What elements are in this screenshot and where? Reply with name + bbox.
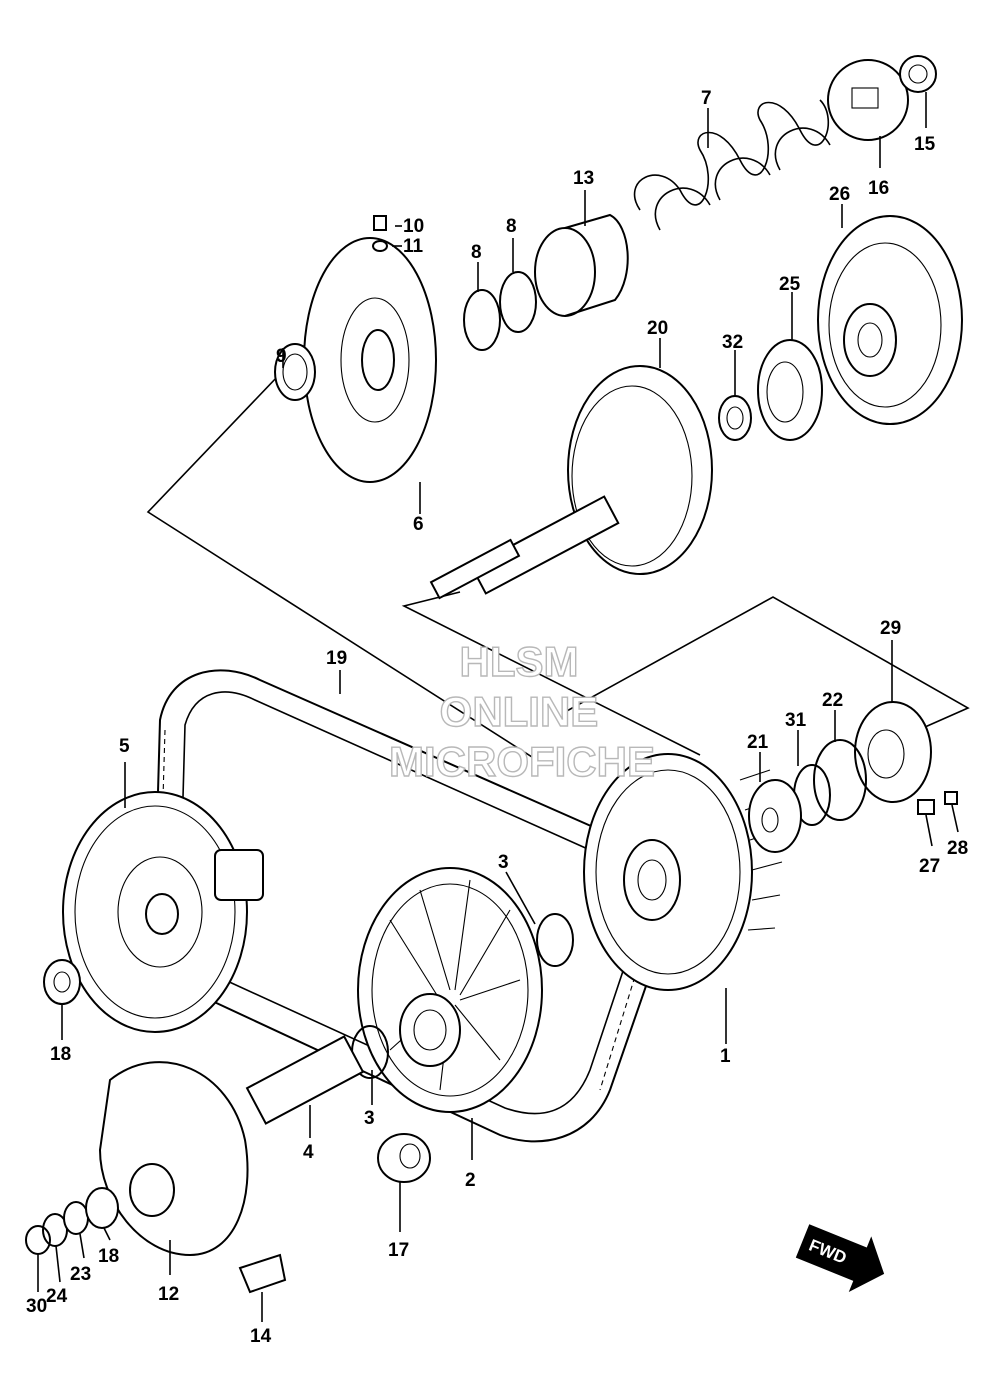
bearing-17: [377, 1133, 431, 1183]
clutch-nut: [718, 395, 752, 441]
part-label-26: 26: [829, 184, 850, 205]
watermark: HLSM ONLINE MICROFICHE: [388, 637, 655, 785]
part-label-16: 16: [868, 178, 889, 199]
part-label-28: 28: [947, 838, 968, 859]
clutch-housing-shaft: [429, 365, 713, 600]
lock-nut: [899, 55, 937, 93]
part-label-11: 11: [403, 236, 424, 257]
clutch-shoe: [817, 215, 963, 425]
part-label-8a: 8: [471, 242, 482, 263]
watermark-line-3: MICROFICHE: [389, 738, 655, 785]
spacer-21: [748, 779, 802, 853]
driven-face: [583, 753, 783, 991]
part-label-13: 13: [573, 168, 594, 189]
washer-27-bolt-28: [917, 791, 958, 815]
part-label-21: 21: [747, 732, 769, 753]
part-label-8b: 8: [506, 216, 517, 237]
part-label-19: 19: [326, 648, 347, 669]
drive-face: [62, 791, 264, 1033]
sleeve-3-right: [536, 913, 574, 967]
part-label-7: 7: [701, 88, 712, 109]
part-label-20: 20: [647, 318, 668, 339]
o-rings: [463, 271, 537, 351]
fwd-arrow: FWD: [795, 1224, 885, 1292]
part-labels: 1 2 3 3 4 5 6 7 8 8 9 10 11 12 13 14 15 …: [26, 88, 968, 1347]
part-label-29: 29: [880, 618, 901, 639]
slide-piece-14: [238, 1253, 287, 1294]
spring-seat: [827, 59, 909, 141]
movable-drive-face: [357, 867, 543, 1113]
one-way-clutch: [757, 339, 823, 441]
part-label-24: 24: [46, 1286, 68, 1307]
part-label-18b: 18: [98, 1246, 119, 1267]
leader-lines: [37, 92, 959, 1322]
part-label-9: 9: [276, 346, 287, 367]
part-label-25: 25: [779, 274, 801, 295]
part-label-27: 27: [919, 856, 940, 877]
part-label-12: 12: [158, 1284, 179, 1305]
part-label-31: 31: [785, 710, 807, 731]
watermark-line-2: ONLINE: [440, 688, 599, 735]
part-label-4: 4: [303, 1142, 314, 1163]
movable-driven-face: [303, 237, 437, 483]
part-label-18a: 18: [50, 1044, 71, 1065]
part-label-5: 5: [119, 736, 130, 757]
part-label-3b: 3: [364, 1108, 375, 1129]
cam-plate-12: [98, 1061, 249, 1257]
part-label-15: 15: [914, 134, 936, 155]
spacer-4: [245, 1035, 365, 1125]
watermark-line-1: HLSM: [460, 638, 579, 685]
bearing-18-right: [43, 959, 81, 1005]
part-label-17: 17: [388, 1240, 409, 1261]
oil-seal-22: [813, 739, 867, 821]
part-label-1: 1: [720, 1046, 731, 1067]
spring-collar: [534, 213, 629, 317]
part-label-14: 14: [250, 1326, 272, 1347]
part-label-3a: 3: [498, 852, 509, 873]
bearing-29: [854, 701, 932, 803]
oil-seal: [274, 343, 316, 401]
part-label-22: 22: [822, 690, 843, 711]
nut-washer-stack: [25, 1187, 119, 1255]
part-label-23: 23: [70, 1264, 91, 1285]
part-label-30: 30: [26, 1296, 47, 1317]
part-label-10: 10: [403, 216, 424, 237]
part-label-2: 2: [465, 1170, 476, 1191]
guide-pin: [372, 215, 388, 252]
clutch-spring: [633, 99, 831, 231]
part-label-6: 6: [413, 514, 424, 535]
part-label-32: 32: [722, 332, 743, 353]
